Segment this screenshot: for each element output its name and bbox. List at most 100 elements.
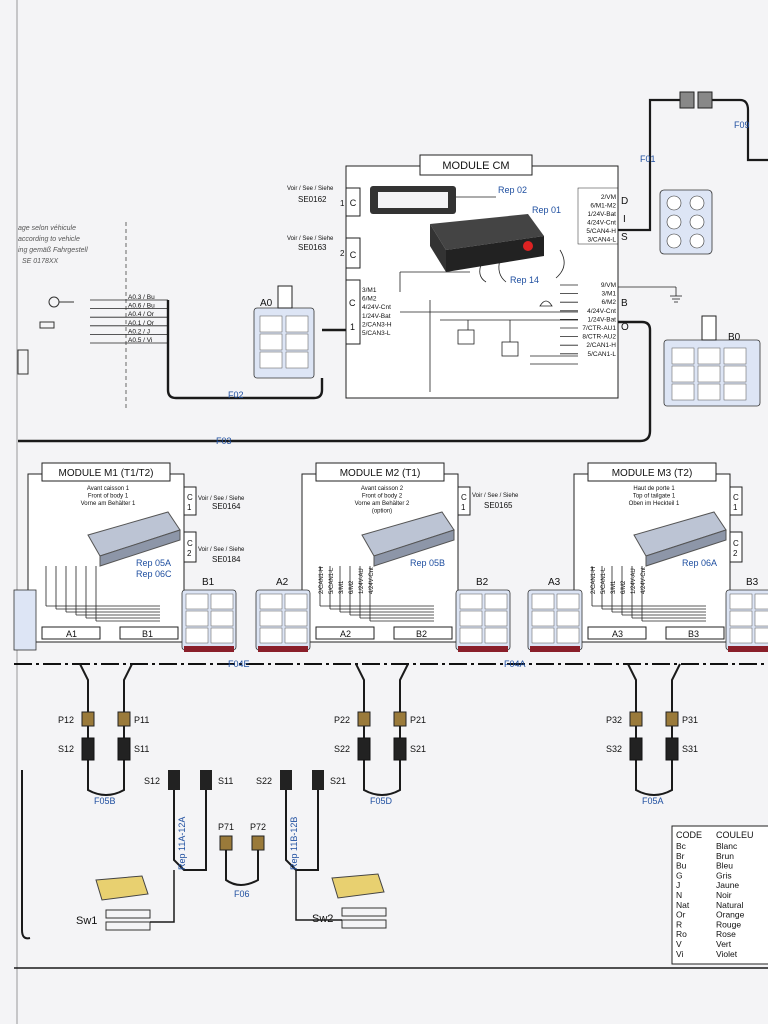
module-port-b-label: B1 xyxy=(142,629,153,639)
legend-code: Nat xyxy=(676,900,690,910)
module-title-box xyxy=(587,462,717,482)
voir-label-4: Voir / See / Siehe xyxy=(198,496,245,502)
plug-s xyxy=(357,737,371,761)
module-bus-label: 1/24V-AU xyxy=(359,568,365,594)
legend-code: Br xyxy=(676,851,685,861)
module-title: MODULE M2 (T1) xyxy=(340,468,421,479)
wire-left-stub xyxy=(21,770,31,940)
module-desc: Avant caisson 1 xyxy=(87,486,130,492)
cm-pin-left: 3/M1 xyxy=(362,287,377,294)
harness-wire xyxy=(79,663,133,796)
svg-text:C: C xyxy=(350,250,357,260)
legend-color: Vert xyxy=(716,939,732,949)
cm-letter-d: D xyxy=(621,196,628,207)
module-title-box xyxy=(41,462,171,482)
se0163-label: SE0163 xyxy=(298,243,327,252)
cm-pin-b: 3/M1 xyxy=(602,291,617,298)
module-title: MODULE M1 (T1/T2) xyxy=(58,468,153,479)
svg-text:C: C xyxy=(350,198,357,208)
left-pin-label: A0.4 / Or xyxy=(128,311,155,318)
left-pin-label: A0.5 / Vi xyxy=(128,337,152,344)
left-pin-label: A0.2 / J xyxy=(128,328,150,335)
cm-pin-d: 5/CAN4-H xyxy=(586,228,616,235)
svg-text:1: 1 xyxy=(340,199,345,208)
cm-pin-d: 6/M1-M2 xyxy=(590,203,616,210)
f01-label: F01 xyxy=(640,154,656,164)
module-desc: Top of tailgate 1 xyxy=(633,494,676,500)
legend-color: Rouge xyxy=(716,919,741,929)
f09-label: F09 xyxy=(734,120,750,130)
module-title: MODULE M3 (T2) xyxy=(612,468,693,479)
module-tab-digit: 1 xyxy=(733,503,738,512)
plug-s xyxy=(665,737,679,761)
module-tab-letter: C xyxy=(733,539,739,548)
se0184-label: SE0184 xyxy=(212,555,241,564)
cm-pin-left: 1/24V-Bat xyxy=(362,313,391,320)
wire-f03 xyxy=(18,320,652,443)
plug-p xyxy=(393,711,407,727)
module-tab-digit: 2 xyxy=(733,549,738,558)
module-bus-label: 6/M2 xyxy=(349,580,355,594)
cm-pin-d: 2/VM xyxy=(601,194,616,201)
switch-label: Sw1 xyxy=(76,915,97,927)
legend-color: Bleu xyxy=(716,861,733,871)
side-note-2: according to vehicle xyxy=(18,236,80,243)
connector-label: A2 xyxy=(276,577,289,588)
module-desc: Oben im Heckteil 1 xyxy=(629,501,680,507)
legend-code: V xyxy=(676,939,682,949)
module-tab-digit: 1 xyxy=(461,503,466,512)
connector-label: B1 xyxy=(202,577,215,588)
module-bus-label: 1/24V-AU xyxy=(631,568,637,594)
fuse-connector-right xyxy=(697,91,713,109)
plug-s xyxy=(81,737,95,761)
cm-pin-d: 1/24V-Bat xyxy=(587,211,616,218)
legend-color: Noir xyxy=(716,890,732,900)
module-port-b xyxy=(119,626,179,640)
legend-code: Bu xyxy=(676,861,687,871)
harness-label: F05B xyxy=(94,796,116,806)
legend-header-color: COULEU xyxy=(716,830,754,840)
module-bus-label: 5/CAN1-L xyxy=(601,567,607,594)
module-tab-digit: 2 xyxy=(187,549,192,558)
legend-code: J xyxy=(676,880,680,890)
module-desc: Vorne am Behälter 2 xyxy=(355,501,410,507)
cm-letter-b: B xyxy=(621,298,628,309)
connector-b3: B3 xyxy=(725,577,768,652)
module-desc: (option) xyxy=(372,509,392,515)
wire-f06 xyxy=(225,850,259,886)
voir-label-5: Voir / See / Siehe xyxy=(472,493,519,499)
bottom-wire-1 xyxy=(173,790,207,871)
module-rep-label: Rep 06A xyxy=(682,558,717,568)
plug-p-left-label: P32 xyxy=(606,715,622,725)
connector-a2: A2 xyxy=(255,577,311,652)
plug-p72 xyxy=(251,835,265,851)
module-desc: Front of body 1 xyxy=(88,494,129,500)
plug-p xyxy=(357,711,371,727)
cm-letter-o: O xyxy=(621,322,629,333)
wire-f01 xyxy=(618,98,680,232)
voir-label-2: Voir / See / Siehe xyxy=(287,236,334,242)
module-tab-c2 xyxy=(183,531,197,563)
harness-wire xyxy=(355,663,409,796)
plug-p-right-label: P31 xyxy=(682,715,698,725)
legend-code: R xyxy=(676,919,682,929)
harness-label: F05A xyxy=(642,796,664,806)
legend-color: Blanc xyxy=(716,841,738,851)
legend-code: Or xyxy=(676,910,686,920)
switch-sw1: Sw1 xyxy=(76,875,151,931)
f04a-label: F04A xyxy=(504,659,526,669)
connector-label: B3 xyxy=(746,577,759,588)
fuse-connector-left xyxy=(679,91,695,109)
plug-s-left-label: S32 xyxy=(606,744,622,754)
connector-label: A3 xyxy=(548,577,561,588)
legend-code: N xyxy=(676,890,682,900)
module-desc: Avant caisson 2 xyxy=(361,486,404,492)
switch-image xyxy=(331,873,385,899)
plug-p71 xyxy=(219,835,233,851)
cm-letter-i: I xyxy=(623,214,626,225)
cm-pin-d: 3/CAN4-L xyxy=(587,237,616,244)
cm-pin-b: 1/24V-Bat xyxy=(587,316,616,323)
